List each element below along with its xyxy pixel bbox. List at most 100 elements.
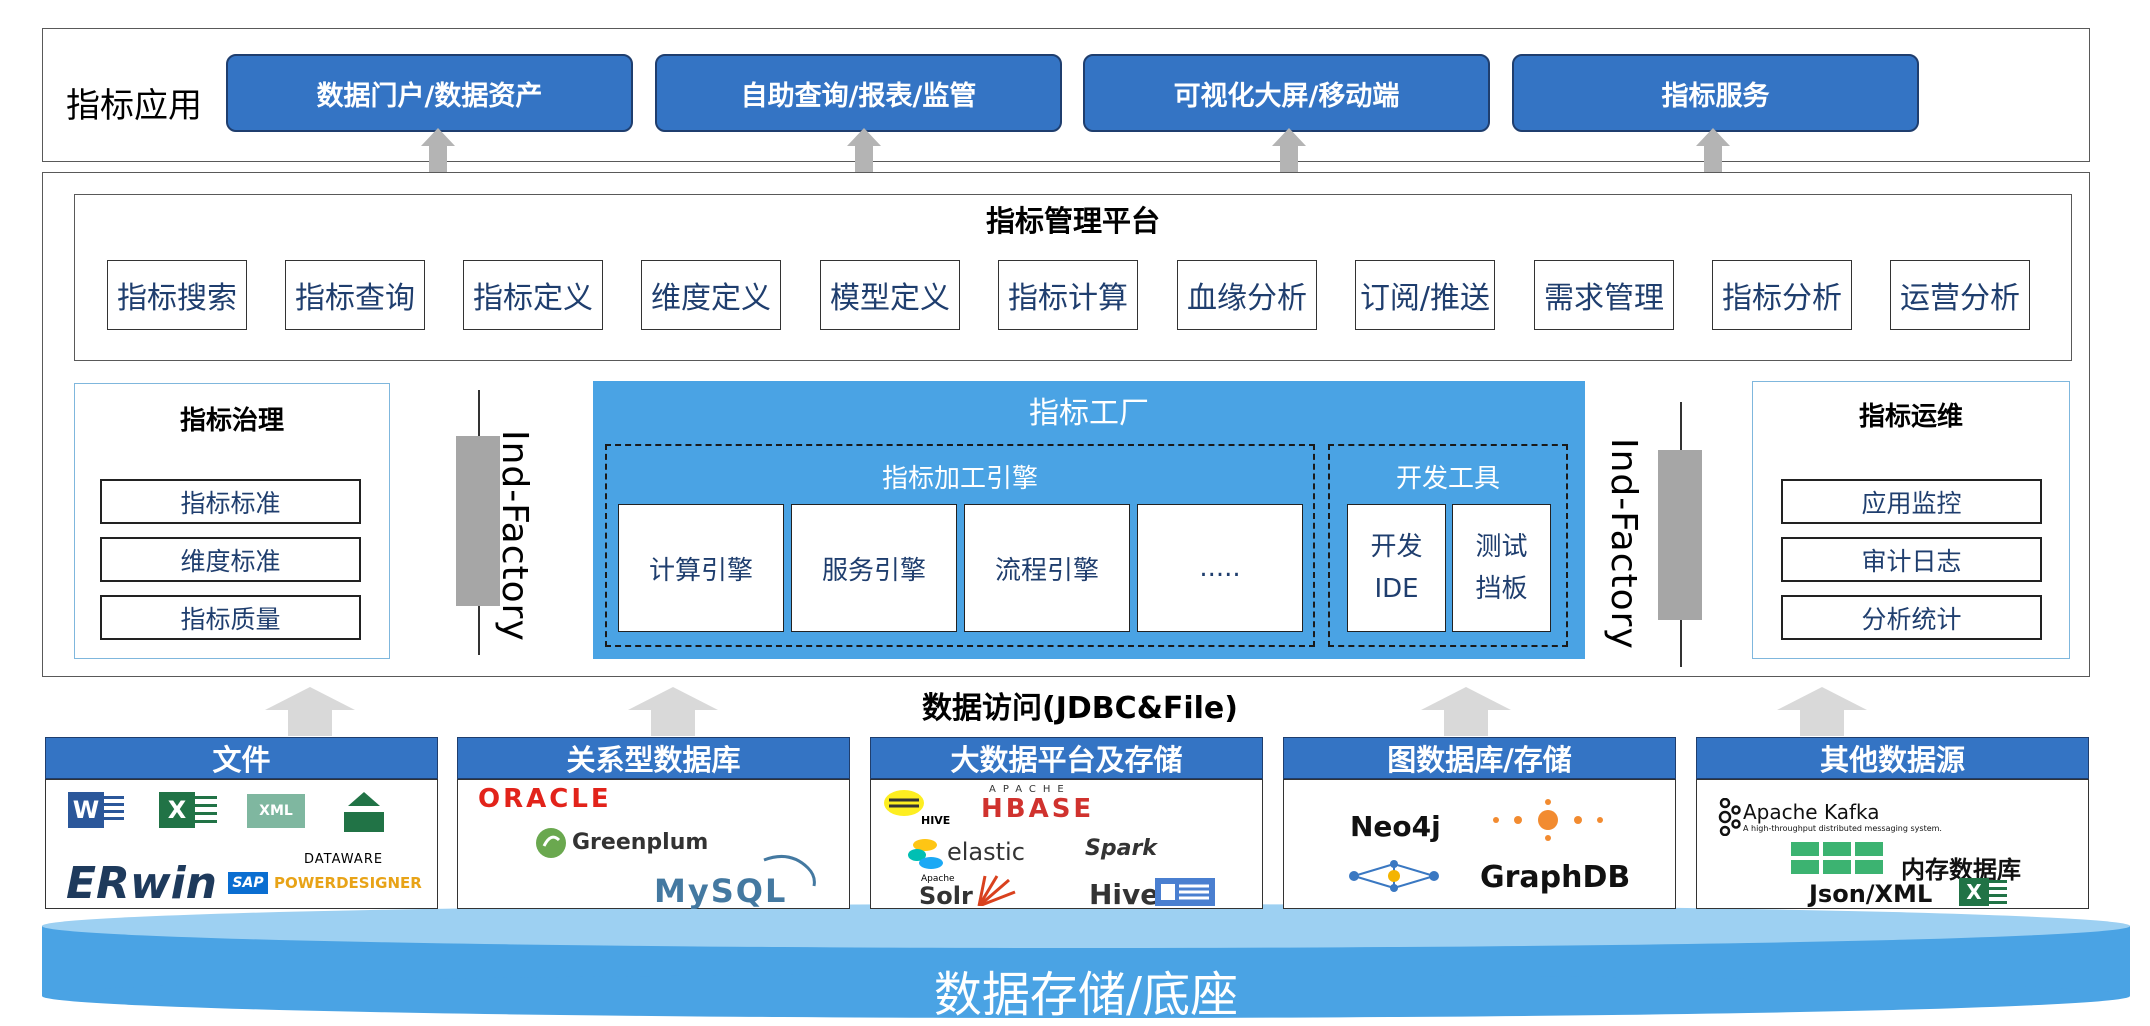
governance-item-quality[interactable]: 指标质量 [100,595,361,640]
governance-item-dimension-standard[interactable]: 维度标准 [100,537,361,582]
operations-item-audit-log[interactable]: 审计日志 [1781,537,2042,582]
graphdb-logo: GraphDB [1480,860,1631,895]
platform-item-compute[interactable]: 指标计算 [998,260,1138,330]
up-arrow-icon [1421,687,1511,736]
hbase-logo: HBASE [981,794,1095,824]
xml-file-icon: XML [247,794,305,828]
platform-item-demand[interactable]: 需求管理 [1534,260,1674,330]
solr-sun-icon [977,875,1016,906]
platform-item-definition[interactable]: 指标定义 [463,260,603,330]
mysql-dolphin-icon [763,854,816,887]
dev-tool-ide-line2: IDE [1374,574,1419,604]
platform-item-operation-analysis[interactable]: 运营分析 [1890,260,2030,330]
engine-group-title: 指标加工引擎 [881,464,1038,494]
graph-blue-icon [1349,860,1439,892]
source-relational-header[interactable]: 关系型数据库 [457,737,850,779]
up-arrow-icon [1272,128,1306,186]
excel-icon-grid [1989,880,2007,904]
platform-item-lineage[interactable]: 血缘分析 [1177,260,1317,330]
dev-tool-ide-line1: 开发 [1370,532,1423,562]
solr-logo: Solr [919,882,973,910]
platform-item-analysis[interactable]: 指标分析 [1712,260,1852,330]
platform-item-dimension[interactable]: 维度定义 [641,260,781,330]
engine-process[interactable]: 流程引擎 [964,504,1130,632]
graph-orange-icon [1493,799,1603,841]
left-connector-bar [456,436,500,606]
source-other-header[interactable]: 其他数据源 [1696,737,2089,779]
right-ind-factory-label: Ind-Factory [1603,438,1644,650]
dev-tool-mock-line2: 挡板 [1475,574,1528,604]
operations-item-monitor[interactable]: 应用监控 [1781,479,2042,524]
spark-logo: Spark [1085,836,1157,861]
excel-icon: X [159,792,195,828]
dev-tool-ide[interactable]: 开发 IDE [1347,504,1446,632]
upload-file-icon [344,792,384,832]
up-arrow-icon [1696,128,1730,186]
source-file-body: W X XML DATAWARE ERwin SAP POWERDESIGNER [45,779,438,909]
word-icon: W [68,792,104,828]
up-arrow-icon [421,128,455,186]
source-graph-header[interactable]: 图数据库/存储 [1283,737,1676,779]
up-arrows-top [421,128,1730,186]
source-other-body: Apache Kafka A high-throughput distribut… [1696,779,2089,909]
greenplum-icon [536,828,566,858]
apache-label: APACHE [989,784,1071,795]
operations-title: 指标运维 [1858,402,1963,432]
right-connector-bar [1658,450,1702,620]
json-xml-label: Json/XML [1809,880,1933,908]
elastic-icon [908,839,943,869]
source-file-header[interactable]: 文件 [45,737,438,779]
up-arrow-icon [847,128,881,186]
up-arrow-icon [265,687,355,736]
solr-apache-label: Apache [921,874,955,884]
platform-item-query[interactable]: 指标查询 [285,260,425,330]
platform-title: 指标管理平台 [985,204,1160,238]
oracle-logo: ORACLE [478,784,612,814]
dev-tool-mock-line1: 测试 [1475,532,1528,562]
excel-icon-grid [195,796,217,824]
source-graph-body: Neo4j GraphDB [1283,779,1676,909]
kafka-icon [1718,798,1741,836]
mysql-logo: MySQL [654,872,788,910]
kafka-logo: Apache Kafka [1743,800,1880,824]
platform-item-model[interactable]: 模型定义 [820,260,960,330]
app-layer-title: 指标应用 [66,86,202,126]
up-arrow-icon [1777,687,1867,736]
excel-icon: X [1959,878,1989,906]
data-access-label: 数据访问(JDBC&File) [922,691,1238,726]
governance-item-standard[interactable]: 指标标准 [100,479,361,524]
source-relational-body: ORACLE Greenplum MySQL [457,779,850,910]
platform-item-search[interactable]: 指标搜索 [107,260,247,330]
left-ind-factory-label: Ind-Factory [494,430,535,642]
dataware-logo: DATAWARE [304,852,384,867]
document-stack-icon [1155,878,1215,906]
engine-service[interactable]: 服务引擎 [791,504,957,632]
app-button-self-service-query[interactable]: 自助查询/报表/监管 [655,54,1062,132]
elastic-logo: elastic [947,838,1025,866]
neo4j-logo: Neo4j [1350,810,1441,843]
engine-group [605,444,1315,647]
governance-title: 指标治理 [179,406,284,436]
source-bigdata-header[interactable]: 大数据平台及存储 [870,737,1263,779]
hive-small-logo: HIVE [921,814,951,827]
storage-base-cylinder [42,904,2130,1018]
engine-more[interactable]: ..... [1137,504,1303,632]
operations-item-statistics[interactable]: 分析统计 [1781,595,2042,640]
dev-tools-title: 开发工具 [1395,464,1500,494]
engine-compute[interactable]: 计算引擎 [618,504,784,632]
erwin-logo: ERwin [66,858,217,909]
up-arrow-icon [628,687,718,736]
word-icon-lines [104,796,124,824]
memory-table-icon [1791,842,1883,874]
platform-item-subscribe[interactable]: 订阅/推送 [1355,260,1495,330]
hive-bee-icon [884,790,924,816]
sap-logo: SAP [228,872,268,894]
kafka-tagline: A high-throughput distributed messaging … [1743,824,1942,833]
up-arrows-bottom [265,687,1867,736]
powerdesigner-logo: POWERDESIGNER [274,874,422,892]
app-button-data-portal[interactable]: 数据门户/数据资产 [226,54,633,132]
source-bigdata-body: HIVE APACHE HBASE elastic Spark Apache S… [870,779,1263,911]
dev-tool-mock[interactable]: 测试 挡板 [1452,504,1551,632]
app-button-visual-screen[interactable]: 可视化大屏/移动端 [1083,54,1490,132]
app-button-indicator-service[interactable]: 指标服务 [1512,54,1919,132]
